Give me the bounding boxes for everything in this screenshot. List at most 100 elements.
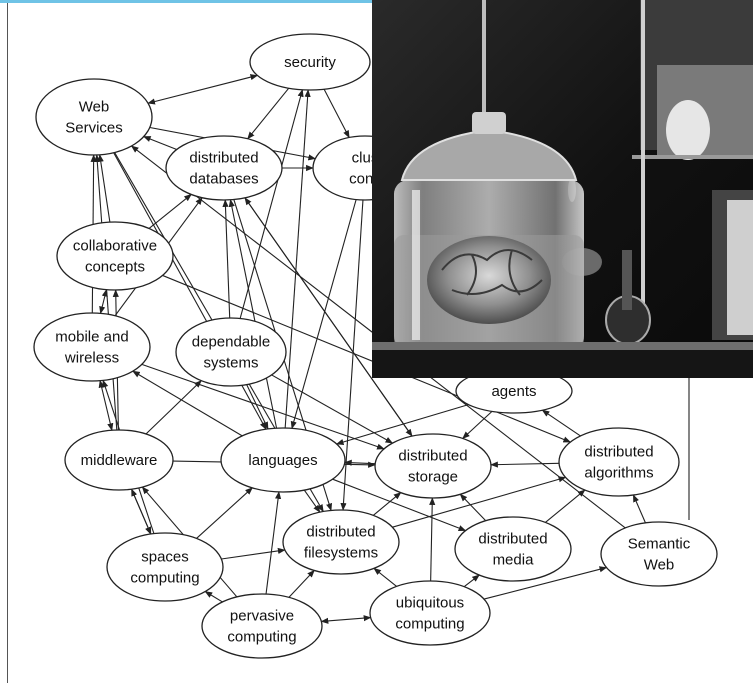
- edge-languages-to-security: [284, 89, 311, 429]
- node-mobile-and-wireless: mobile and wireless: [33, 312, 151, 382]
- node-label: languages: [248, 452, 317, 469]
- node-ellipse: [201, 593, 323, 659]
- edge-pervasive-computing-to-ubiquitous-computing: [320, 615, 372, 624]
- edge-pervasive-computing-to-distributed-filesystems: [288, 569, 315, 598]
- node-distributed-databases: distributed databases: [165, 135, 283, 201]
- node-ellipse: [220, 427, 346, 493]
- node-ellipse: [454, 516, 572, 582]
- edge-pervasive-computing-to-languages: [265, 491, 282, 595]
- node-ellipse: [33, 312, 151, 382]
- edge-languages-to-distributed-filesystems: [303, 489, 321, 513]
- node-label: systems: [203, 355, 258, 372]
- edge-dependable-systems-to-distributed-databases: [222, 199, 231, 319]
- node-label: pervasive: [230, 608, 294, 625]
- edge-dependable-systems-to-security: [239, 89, 304, 319]
- edge-collaborative-concepts-to-web-services: [97, 154, 111, 223]
- node-label: computing: [227, 629, 296, 646]
- node-pervasive-computing: pervasive computing: [201, 593, 323, 659]
- node-ellipse: [558, 427, 680, 497]
- edge-ubiquitous-computing-to-distributed-media: [463, 574, 480, 588]
- node-label: algorithms: [584, 465, 653, 482]
- node-security: security: [249, 33, 371, 91]
- edge-distributed-databases-to-web-services: [143, 136, 177, 150]
- edge-cluster-concepts-to-distributed-filesystems: [340, 199, 364, 511]
- node-ellipse: [56, 221, 174, 291]
- edge-security-to-cluster-concepts: [323, 88, 350, 139]
- node-label: distributed: [584, 444, 653, 461]
- node-label: wireless: [64, 350, 119, 367]
- node-label: collaborative: [73, 238, 157, 255]
- edge-spaces-computing-to-distributed-filesystems: [221, 547, 286, 560]
- edge-distributed-filesystems-to-distributed-storage: [372, 492, 402, 516]
- node-dependable-systems: dependable systems: [175, 317, 287, 387]
- node-distributed-media: distributed media: [454, 516, 572, 582]
- node-label: spaces: [141, 549, 189, 566]
- node-ellipse: [282, 509, 400, 575]
- node-ellipse: [600, 521, 718, 587]
- edge-middleware-to-dependable-systems: [145, 380, 202, 435]
- edge-distributed-databases-to-distributed-storage: [244, 197, 413, 437]
- edge-web-services-to-security: [147, 74, 259, 105]
- node-label: databases: [189, 171, 258, 188]
- node-label: Services: [65, 120, 123, 137]
- node-ellipse: [369, 580, 491, 646]
- node-label: distributed: [306, 524, 375, 541]
- node-ellipse: [249, 33, 371, 91]
- edge-collaborative-concepts-to-distributed-algorithms: [162, 274, 572, 443]
- node-ellipse: [165, 135, 283, 201]
- edge-distributed-algorithms-to-distributed-storage: [490, 461, 560, 468]
- node-label: computing: [130, 570, 199, 587]
- edge-middleware-to-mobile-and-wireless: [98, 379, 114, 432]
- node-label: concepts: [85, 259, 145, 276]
- left-border-rule: [7, 3, 8, 683]
- node-layer: securityWebServicesdistributeddatabasesc…: [33, 33, 718, 659]
- edge-languages-to-distributed-media: [332, 478, 467, 532]
- node-distributed-algorithms: distributed algorithms: [558, 427, 680, 497]
- node-label: filesystems: [304, 545, 378, 562]
- node-label: clus: [352, 150, 379, 167]
- node-label: distributed: [189, 150, 258, 167]
- node-label: storage: [408, 469, 458, 486]
- edge-distributed-storage-to-languages: [344, 459, 376, 466]
- edge-security-to-distributed-databases: [247, 87, 290, 140]
- node-label: computing: [395, 616, 464, 633]
- edge-distributed-media-to-distributed-algorithms: [545, 489, 586, 523]
- edge-mobile-and-wireless-to-collaborative-concepts: [99, 288, 108, 315]
- edge-middleware-to-spaces-computing: [131, 488, 152, 535]
- node-label: distributed: [478, 531, 547, 548]
- node-label: mobile and: [55, 329, 128, 346]
- node-ellipse: [374, 433, 492, 499]
- node-label: security: [284, 54, 336, 71]
- node-label: middleware: [81, 452, 158, 469]
- node-label: Web: [79, 99, 110, 116]
- edge-distributed-algorithms-to-agents: [541, 409, 581, 437]
- edge-languages-to-distributed-databases: [228, 199, 278, 429]
- edge-ubiquitous-computing-to-distributed-filesystems: [373, 567, 397, 587]
- node-label: Web: [644, 557, 675, 574]
- edge-distributed-media-to-distributed-storage: [459, 493, 487, 522]
- edge-ubiquitous-computing-to-distributed-storage: [429, 497, 436, 582]
- edge-spaces-computing-to-languages: [196, 487, 253, 539]
- node-ellipse: [35, 78, 153, 156]
- edge-agents-to-languages: [335, 404, 469, 445]
- node-label: media: [493, 552, 535, 569]
- node-label: distributed: [398, 448, 467, 465]
- node-agents: agents: [455, 368, 573, 414]
- edge-middleware-to-web-services: [94, 154, 118, 431]
- brain-in-jar-photo: [372, 0, 753, 378]
- node-label: agents: [491, 383, 536, 400]
- node-label: Semantic: [628, 536, 691, 553]
- node-label: dependable: [192, 334, 270, 351]
- node-ellipse: [175, 317, 287, 387]
- edge-dependable-systems-to-languages: [246, 384, 269, 430]
- node-distributed-storage: distributed storage: [374, 433, 492, 499]
- node-ellipse: [64, 429, 174, 491]
- edge-semantic-web-to-distributed-algorithms: [632, 494, 646, 524]
- edge-pervasive-computing-to-spaces-computing: [204, 591, 223, 603]
- edge-cluster-concepts-to-languages: [290, 199, 357, 430]
- edge-distributed-filesystems-to-distributed-algorithms: [392, 476, 567, 528]
